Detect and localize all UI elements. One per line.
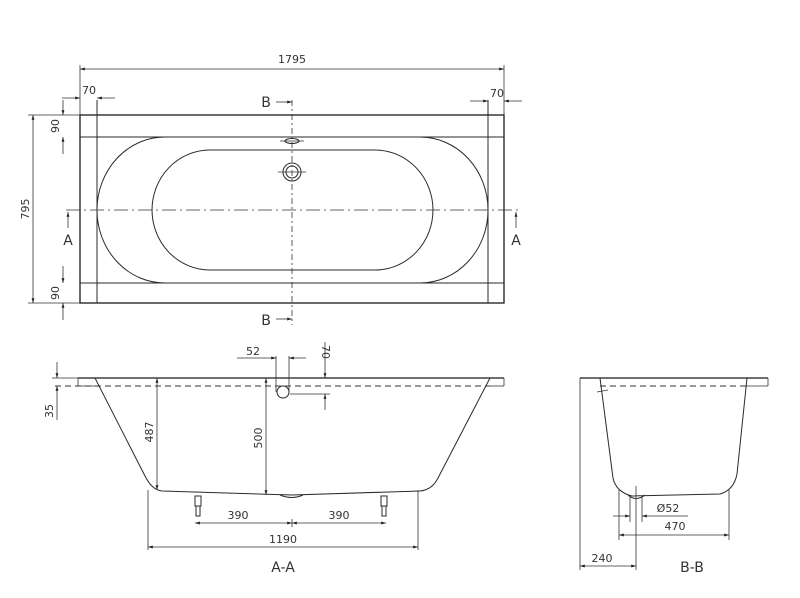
section-b-marker-bottom: B <box>261 313 271 329</box>
section-bb-view: Ø52 470 240 B-B <box>579 377 769 576</box>
dim-rim-thickness: 35 <box>43 404 56 418</box>
section-aa-label: A-A <box>271 560 295 576</box>
dim-foot-left: 390 <box>228 509 249 522</box>
dim-drain-offset: 240 <box>592 552 613 565</box>
section-a-marker-left: A <box>63 233 73 249</box>
dim-overflow-depth: 70 <box>319 345 332 359</box>
inner-basin <box>151 149 434 271</box>
dim-bottom-rim: 90 <box>49 286 62 300</box>
plan-view: 1795 70 70 795 90 90 A A B B <box>19 53 522 329</box>
dim-depth-side: 487 <box>143 422 156 443</box>
dim-overall-length: 1795 <box>278 53 306 66</box>
dim-bottom-width: 470 <box>665 520 686 533</box>
tub-profile-aa <box>94 377 491 496</box>
dim-drain-diameter: Ø52 <box>657 502 680 515</box>
dim-overall-width: 795 <box>19 199 32 220</box>
dim-foot-right: 390 <box>329 509 350 522</box>
dim-depth-center: 500 <box>252 428 265 449</box>
overflow-pipe-icon <box>276 385 290 399</box>
dim-top-rim: 90 <box>49 119 62 133</box>
section-a-marker-right: A <box>511 233 521 249</box>
foot-right <box>380 495 388 517</box>
section-b-marker-top: B <box>261 95 271 111</box>
foot-left <box>194 495 202 517</box>
dim-overflow-width: 52 <box>246 345 260 358</box>
section-bb-label: B-B <box>680 560 704 576</box>
section-aa-view: 35 487 500 52 70 390 390 1190 A-A <box>43 342 505 576</box>
dim-right-rim: 70 <box>490 87 504 100</box>
tub-profile-bb <box>599 377 748 497</box>
dim-left-rim: 70 <box>82 84 96 97</box>
outer-basin <box>96 136 489 284</box>
dim-bottom-length: 1190 <box>269 533 297 546</box>
